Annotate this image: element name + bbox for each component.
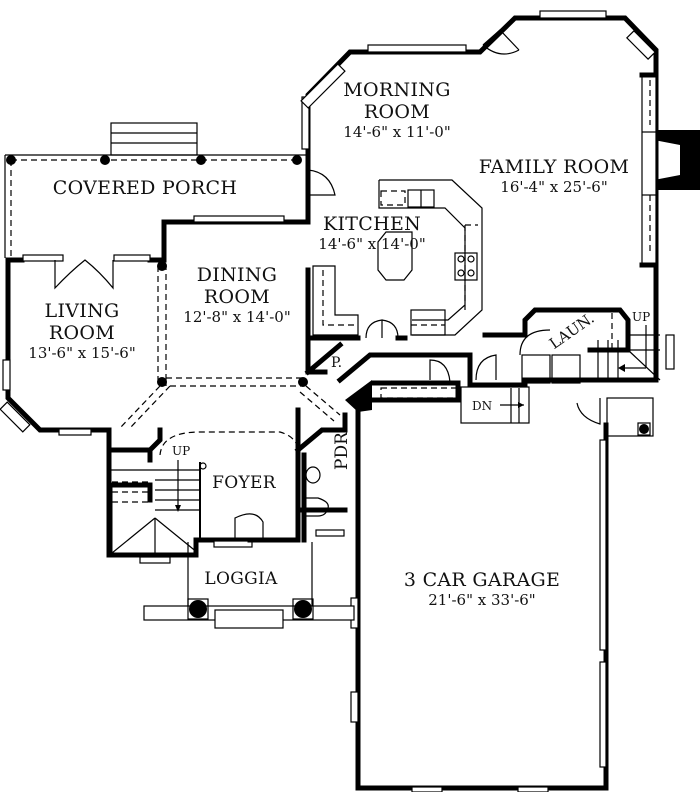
laundry-and-rear-stair (521, 313, 661, 437)
room-label-loggia: LOGGIA (204, 569, 278, 590)
dining-room-dims: 12'-8" x 14'-0" (183, 307, 291, 326)
room-label-pantry: P. (331, 355, 342, 371)
room-label-kitchen: KITCHEN 14'-6" x 14'-0" (318, 213, 426, 253)
powder-room-fixtures (304, 466, 329, 517)
garage-steps-dn-text: DN (472, 399, 493, 413)
loggia-name: LOGGIA (204, 569, 278, 589)
morning-room-name-line2: ROOM (363, 100, 431, 123)
family-room-name: FAMILY ROOM (478, 156, 630, 178)
living-room-dims: 13'-6" x 15'-6" (28, 343, 136, 362)
garage-steps (380, 386, 530, 424)
dining-posts (119, 261, 341, 429)
room-label-powder-room: PDR (332, 432, 352, 470)
foyer-stair (110, 460, 207, 554)
room-label-morning-room: MORNING ROOM 14'-6" x 11'-0" (343, 79, 451, 141)
garage-dims: 21'-6" x 33'-6" (428, 590, 536, 609)
kitchen-name: KITCHEN (322, 213, 422, 235)
dining-room-name-line1: DINING (196, 264, 278, 286)
room-label-dining-room: DINING ROOM 12'-8" x 14'-0" (183, 264, 291, 326)
covered-porch-outline (4, 122, 310, 258)
interior-walls (106, 267, 631, 558)
foyer-stair-up-text: UP (172, 444, 191, 458)
kitchen-cabinets (312, 179, 483, 339)
rear-stair-up-label: UP (632, 310, 650, 324)
dining-room-name-line2: ROOM (203, 285, 271, 308)
doors (54, 29, 601, 540)
room-label-family-room: FAMILY ROOM 16'-4" x 25'-6" (478, 156, 630, 196)
room-label-garage: 3 CAR GARAGE 21'-6" x 33'-6" (403, 569, 561, 609)
covered-porch-name: COVERED PORCH (52, 177, 238, 199)
living-room-name-line1: LIVING (44, 300, 120, 322)
kitchen-dims: 14'-6" x 14'-0" (318, 234, 426, 253)
powder-room-name: PDR (332, 432, 352, 470)
windows (0, 10, 675, 792)
room-label-covered-porch: COVERED PORCH (52, 177, 238, 200)
garage-name: 3 CAR GARAGE (403, 569, 561, 591)
family-room-dims: 16'-4" x 25'-6" (500, 177, 608, 196)
room-label-living-room: LIVING ROOM 13'-6" x 15'-6" (28, 300, 136, 362)
rear-stair-up-text: UP (632, 310, 651, 324)
room-label-foyer: FOYER (212, 473, 276, 494)
morning-room-name-line1: MORNING (343, 79, 451, 101)
morning-room-dims: 14'-6" x 11'-0" (343, 122, 451, 141)
living-room-name-line2: ROOM (48, 321, 116, 344)
loggia-outline (143, 542, 355, 629)
pantry-name: P. (331, 355, 343, 371)
garage-steps-dn-label: DN (472, 399, 492, 413)
foyer-name: FOYER (212, 473, 276, 493)
foyer-stair-up-label: UP (172, 444, 190, 458)
